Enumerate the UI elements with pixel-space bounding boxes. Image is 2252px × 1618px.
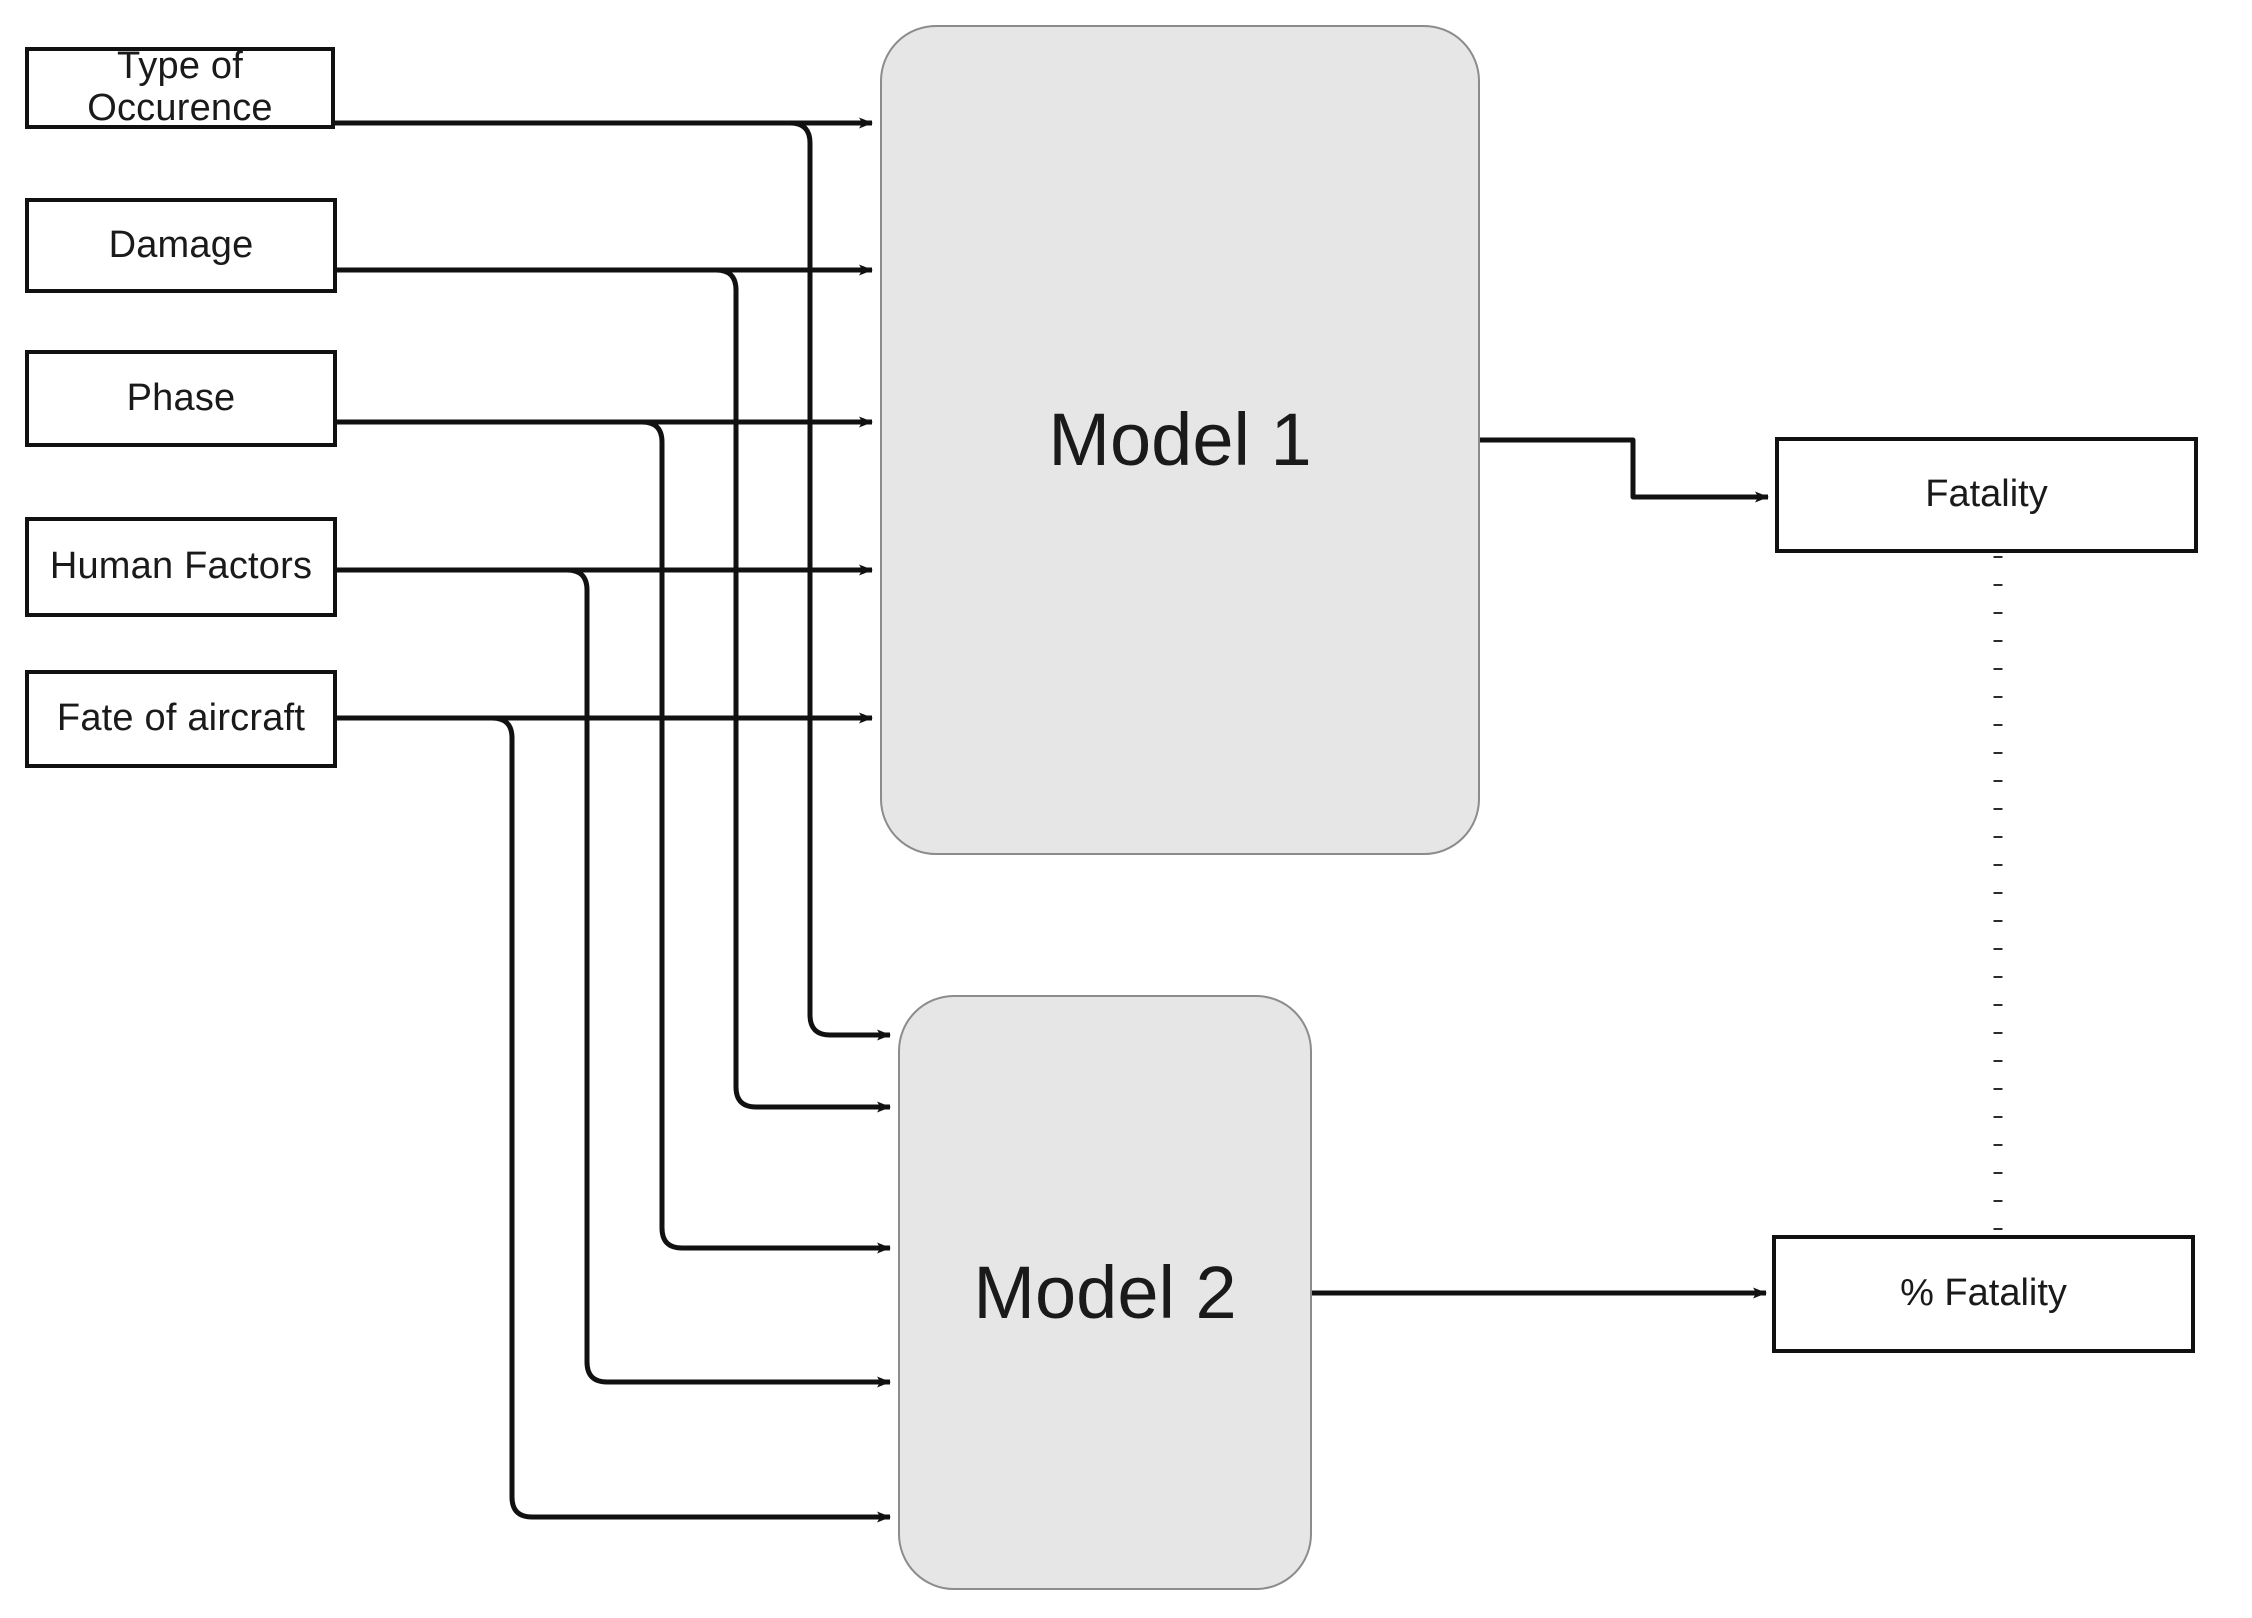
input-box-fate-of-aircraft[interactable]: Fate of aircraft <box>25 670 337 768</box>
edge-type-of-occurence-to-model-2 <box>332 120 891 1041</box>
output-box-fatality[interactable]: Fatality <box>1775 437 2198 553</box>
input-box-phase[interactable]: Phase <box>25 350 337 447</box>
input-label-type-of-occurence: Type of Occurence <box>87 45 273 129</box>
output-label-percent-fatality: % Fatality <box>1900 1272 2067 1315</box>
output-box-percent-fatality[interactable]: % Fatality <box>1772 1235 2195 1353</box>
input-label-human-factors: Human Factors <box>49 545 313 588</box>
input-label-damage: Damage <box>108 223 254 266</box>
input-box-damage[interactable]: Damage <box>25 198 337 293</box>
edge-model-1-to-fatality <box>1480 437 1769 503</box>
model-box-model-1[interactable]: Model 1 <box>880 25 1480 855</box>
input-box-human-factors[interactable]: Human Factors <box>25 517 337 617</box>
edge-fate-of-aircraft-to-model-2 <box>336 715 891 1523</box>
edge-human-factors-to-model-2 <box>336 567 891 1388</box>
model-label-model-2: Model 2 <box>973 1250 1237 1334</box>
input-label-phase: Phase <box>126 376 236 419</box>
input-label-fate-of-aircraft: Fate of aircraft <box>56 697 306 740</box>
output-label-fatality: Fatality <box>1925 473 2048 516</box>
model-box-model-2[interactable]: Model 2 <box>898 995 1312 1590</box>
input-box-type-of-occurence[interactable]: Type of Occurence <box>25 45 335 129</box>
model-label-model-1: Model 1 <box>1048 398 1312 482</box>
edge-damage-to-model-2 <box>336 267 891 1113</box>
edge-phase-to-model-2 <box>336 419 891 1254</box>
